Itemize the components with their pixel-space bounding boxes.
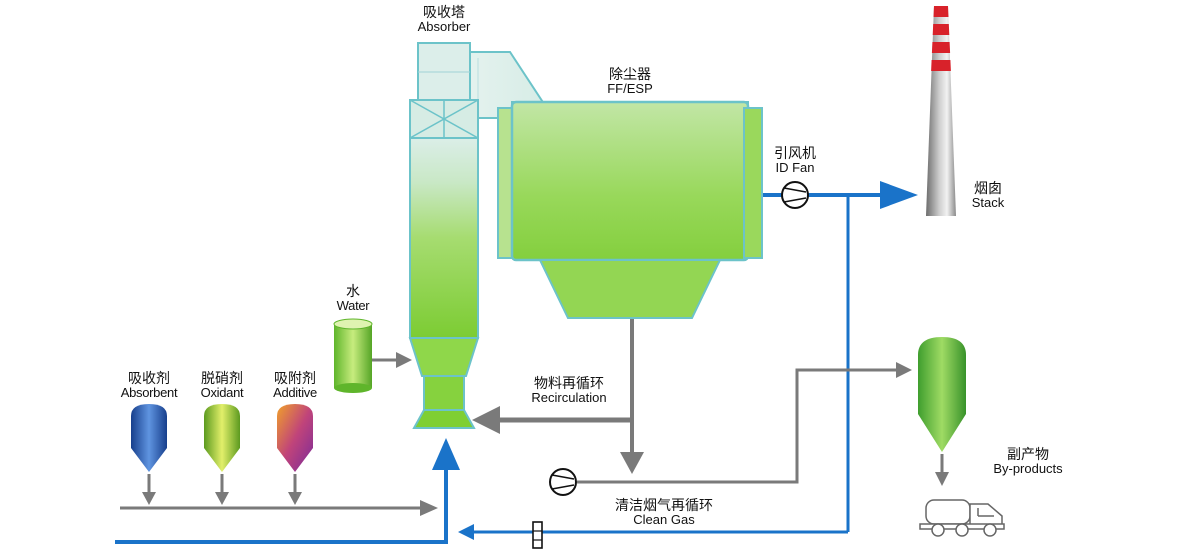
stack-body (926, 6, 956, 216)
clean-gas-arrow (458, 524, 474, 540)
additive-label-en: Additive (273, 385, 317, 401)
stack-label-zh: 烟囱 (973, 180, 1002, 196)
stack-label: 烟囱 Stack (972, 180, 1005, 211)
byproducts-label-zh: 副产物 (1007, 446, 1049, 462)
esp-hopper (538, 259, 722, 319)
flue-gas-lines (115, 181, 918, 544)
water-label: 水 Water (337, 283, 370, 314)
absorber-throat (423, 375, 465, 411)
additive-label-zh: 吸附剂 (273, 370, 316, 386)
oxidant-silo (204, 404, 240, 472)
esp-label-zh: 除尘器 (608, 66, 651, 82)
fan-label-zh: 引风机 (774, 145, 816, 161)
absorbent-silo (131, 404, 167, 472)
byproduct-silo (918, 337, 966, 452)
recirculation-arrow (472, 406, 500, 434)
absorber-label-zh: 吸收塔 (423, 4, 465, 20)
absorber-label: 吸收塔 Absorber (418, 4, 471, 35)
water-tank (333, 318, 373, 393)
byproduct-transport-arrow (896, 362, 912, 378)
oxidant-label-en: Oxidant (200, 385, 244, 401)
id-fan (781, 181, 809, 209)
stack-label-en: Stack (971, 195, 1005, 211)
absorbent-label: 吸收剂 Absorbent (121, 370, 178, 401)
esp-unit (497, 100, 763, 319)
water-label-en: Water (336, 298, 370, 314)
esp-outlet-hood (743, 107, 763, 259)
reagent-header-arrow (420, 500, 438, 516)
fan-icon (781, 181, 809, 209)
water-label-zh: 水 (345, 283, 360, 299)
recirc-blower (549, 468, 577, 496)
oxidant-drop-arrow (215, 492, 229, 505)
absorbent-drop-arrow (142, 492, 156, 505)
additive-label: 吸附剂 Additive (273, 370, 317, 401)
absorbent-label-en: Absorbent (120, 385, 178, 401)
water-feed-arrow (396, 352, 412, 368)
solids-lines (120, 318, 949, 516)
recirculation-label: 物料再循环 Recirculation (531, 375, 606, 406)
truck-icon (919, 499, 1005, 537)
hopper-discharge-arrow (620, 452, 644, 474)
absorber-venturi (408, 337, 480, 377)
fan-label-en: ID Fan (775, 160, 815, 176)
clean-gas-label-zh: 清洁烟气再循环 (615, 497, 713, 513)
blower-icon (549, 468, 577, 496)
additive-drop-arrow (288, 492, 302, 505)
byproducts-label: 副产物 By-products (993, 446, 1062, 477)
fan-label: 引风机 ID Fan (774, 145, 816, 176)
absorber-main-section (409, 137, 479, 339)
stack-inlet-arrow (880, 181, 918, 209)
esp-label: 除尘器 FF/ESP (607, 66, 653, 97)
oxidant-label-zh: 脱硝剂 (200, 370, 243, 386)
clean-gas-label: 清洁烟气再循环 Clean Gas (615, 497, 713, 528)
byproducts-label-en: By-products (993, 461, 1063, 477)
absorbent-label-zh: 吸收剂 (128, 370, 170, 386)
clean-gas-label-en: Clean Gas (633, 512, 695, 528)
absorber-tower (408, 42, 480, 429)
damper (532, 521, 543, 549)
byproduct-transport-line (577, 368, 896, 484)
byproduct-drop-arrow (935, 472, 949, 486)
additive-silo (277, 404, 313, 472)
stack (926, 6, 956, 216)
absorber-inlet-arrow (432, 438, 460, 470)
absorber-inlet-cone (412, 409, 476, 429)
recirculation-label-en: Recirculation (531, 390, 607, 406)
damper-icon (532, 521, 543, 549)
esp-label-en: FF/ESP (607, 81, 653, 97)
oxidant-label: 脱硝剂 Oxidant (201, 370, 244, 401)
absorber-label-en: Absorber (417, 19, 471, 35)
recirculation-label-zh: 物料再循环 (534, 375, 604, 391)
esp-body (510, 100, 750, 262)
